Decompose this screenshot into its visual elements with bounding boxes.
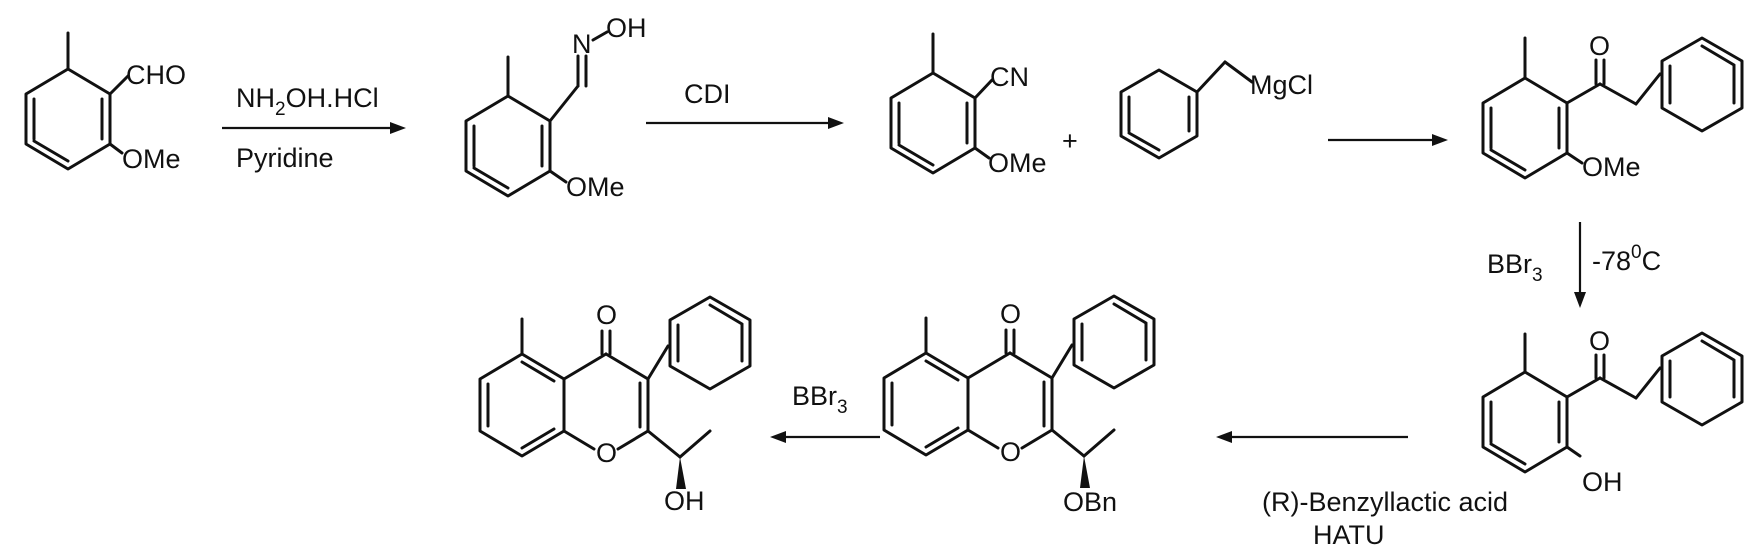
reaction-arrow-ketone [1328, 134, 1448, 146]
ring-oxygen-label: O [596, 438, 617, 468]
hydroxylamine-reagent: NH2OH.HCl [236, 83, 379, 120]
reaction-arrow-demethylation: BBr3 -780C [1487, 222, 1661, 308]
compound-benzyl-chromone: O O OBn [882, 294, 1156, 517]
reaction-arrow-debenzylation: BBr3 [770, 381, 880, 443]
compound-hydroxy-chromone: O O OH [478, 295, 752, 516]
methoxy-label: OMe [122, 144, 181, 174]
nitrile-label: CN [990, 62, 1029, 92]
oxime-hydroxyl-label: OH [606, 13, 647, 43]
hatu-reagent: HATU [1313, 520, 1385, 550]
compound-hydroxy-ketone: O OH [1481, 326, 1744, 497]
benzyloxy-label: OBn [1063, 487, 1117, 517]
benzyllactic-acid-reagent: (R)-Benzyllactic acid [1262, 487, 1508, 517]
methoxy-label: OMe [988, 148, 1047, 178]
methoxy-label: OMe [566, 172, 625, 202]
mgcl-label: MgCl [1250, 70, 1313, 100]
phenol-hydroxyl-label: OH [1582, 467, 1623, 497]
reaction-arrow-cyclization: (R)-Benzyllactic acid HATU [1216, 431, 1508, 550]
reaction-arrow-oxime: NH2OH.HCl Pyridine [222, 83, 406, 173]
hydroxyl-label: OH [664, 486, 705, 516]
carbonyl-oxygen-label: O [1000, 299, 1021, 329]
oxime-nitrogen-label: N [572, 29, 592, 59]
compound-grignard: MgCl [1119, 60, 1313, 160]
compound-methoxy-ketone: O OMe [1481, 31, 1744, 182]
ketone-oxygen-label: O [1589, 31, 1610, 61]
compound-aldehyde: CHO OMe [24, 31, 186, 174]
temperature-condition: -780C [1592, 242, 1661, 276]
cdi-reagent: CDI [684, 79, 731, 109]
bbr3-reagent: BBr3 [1487, 249, 1543, 286]
plus-sign: + [1062, 126, 1078, 156]
compound-nitrile: CN OMe [889, 32, 1047, 178]
ring-oxygen-label: O [1000, 437, 1021, 467]
compound-oxime: N OH OMe [464, 13, 647, 202]
reaction-arrow-nitrile: CDI [646, 79, 844, 129]
ketone-oxygen-label: O [1589, 326, 1610, 356]
formyl-label: CHO [126, 60, 186, 90]
methoxy-label: OMe [1582, 152, 1641, 182]
carbonyl-oxygen-label: O [596, 300, 617, 330]
pyridine-reagent: Pyridine [236, 143, 334, 173]
bbr3-reagent: BBr3 [792, 381, 848, 418]
